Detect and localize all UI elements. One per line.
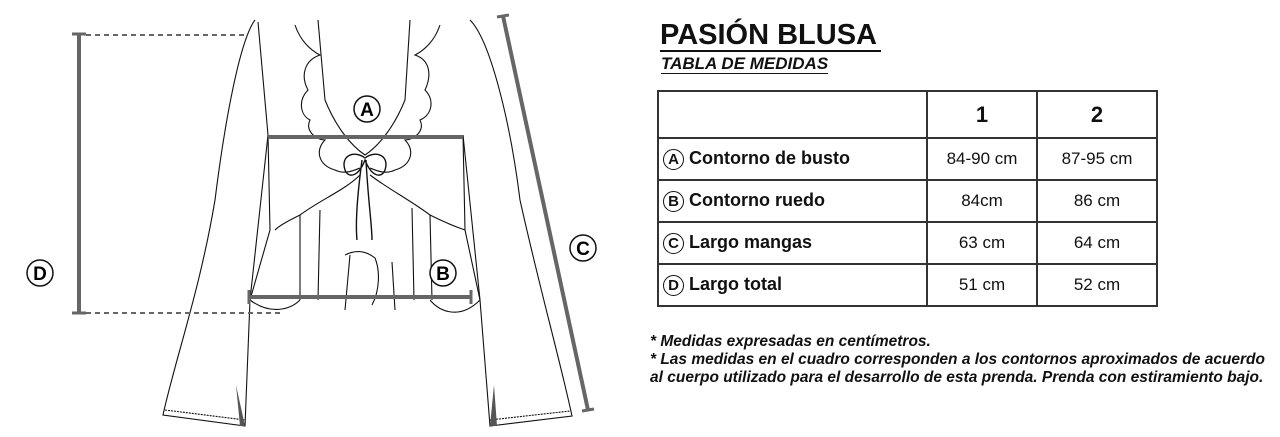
measure-line-c: [501, 15, 590, 411]
label-b: B: [436, 264, 450, 285]
row-label: Contorno de busto: [689, 148, 850, 169]
note-1: * Medidas expresadas en centímetros.: [650, 333, 931, 350]
neckline: [317, 19, 411, 156]
blouse-technical-drawing: A B C D: [26, 13, 597, 427]
row-key-badge: B: [663, 190, 684, 212]
cell-size-2: 86 cm: [1036, 179, 1158, 223]
page-subtitle: TABLA DE MEDIDAS: [661, 54, 829, 74]
header-empty: [657, 90, 928, 139]
label-c: C: [576, 239, 590, 260]
page-title: PASIÓN BLUSA: [660, 20, 881, 52]
right-sleeve: [462, 19, 573, 427]
label-d: D: [33, 264, 47, 285]
body-outline: [249, 21, 481, 313]
cell-size-2: 64 cm: [1036, 221, 1158, 265]
note-2: * Las medidas en el cuadro corresponden …: [650, 351, 1265, 386]
tie: [343, 153, 387, 241]
cell-size-1: 63 cm: [926, 221, 1038, 265]
header-size-2: 2: [1036, 90, 1158, 139]
cell-size-1: 84cm: [926, 179, 1038, 223]
table-header-row: 1 2: [657, 90, 1158, 139]
header-size-1: 1: [926, 90, 1038, 139]
row-label: Contorno ruedo: [689, 190, 825, 211]
row-key-badge: D: [663, 274, 684, 296]
right-ruffle: [369, 24, 441, 173]
row-key-badge: A: [663, 148, 684, 170]
notes: * Medidas expresadas en centímetros. * L…: [650, 333, 1270, 387]
cell-size-1: 84-90 cm: [926, 137, 1038, 181]
left-sleeve: [162, 19, 269, 427]
cell-size-2: 87-95 cm: [1036, 137, 1158, 181]
front-drape: [274, 174, 466, 231]
cell-size-2: 52 cm: [1036, 263, 1158, 307]
row-label: Largo total: [689, 274, 782, 295]
label-a: A: [360, 100, 374, 121]
row-label: Largo mangas: [689, 232, 813, 253]
left-ruffle: [294, 24, 361, 173]
cell-size-1: 51 cm: [926, 263, 1038, 307]
row-key-badge: C: [663, 232, 684, 254]
